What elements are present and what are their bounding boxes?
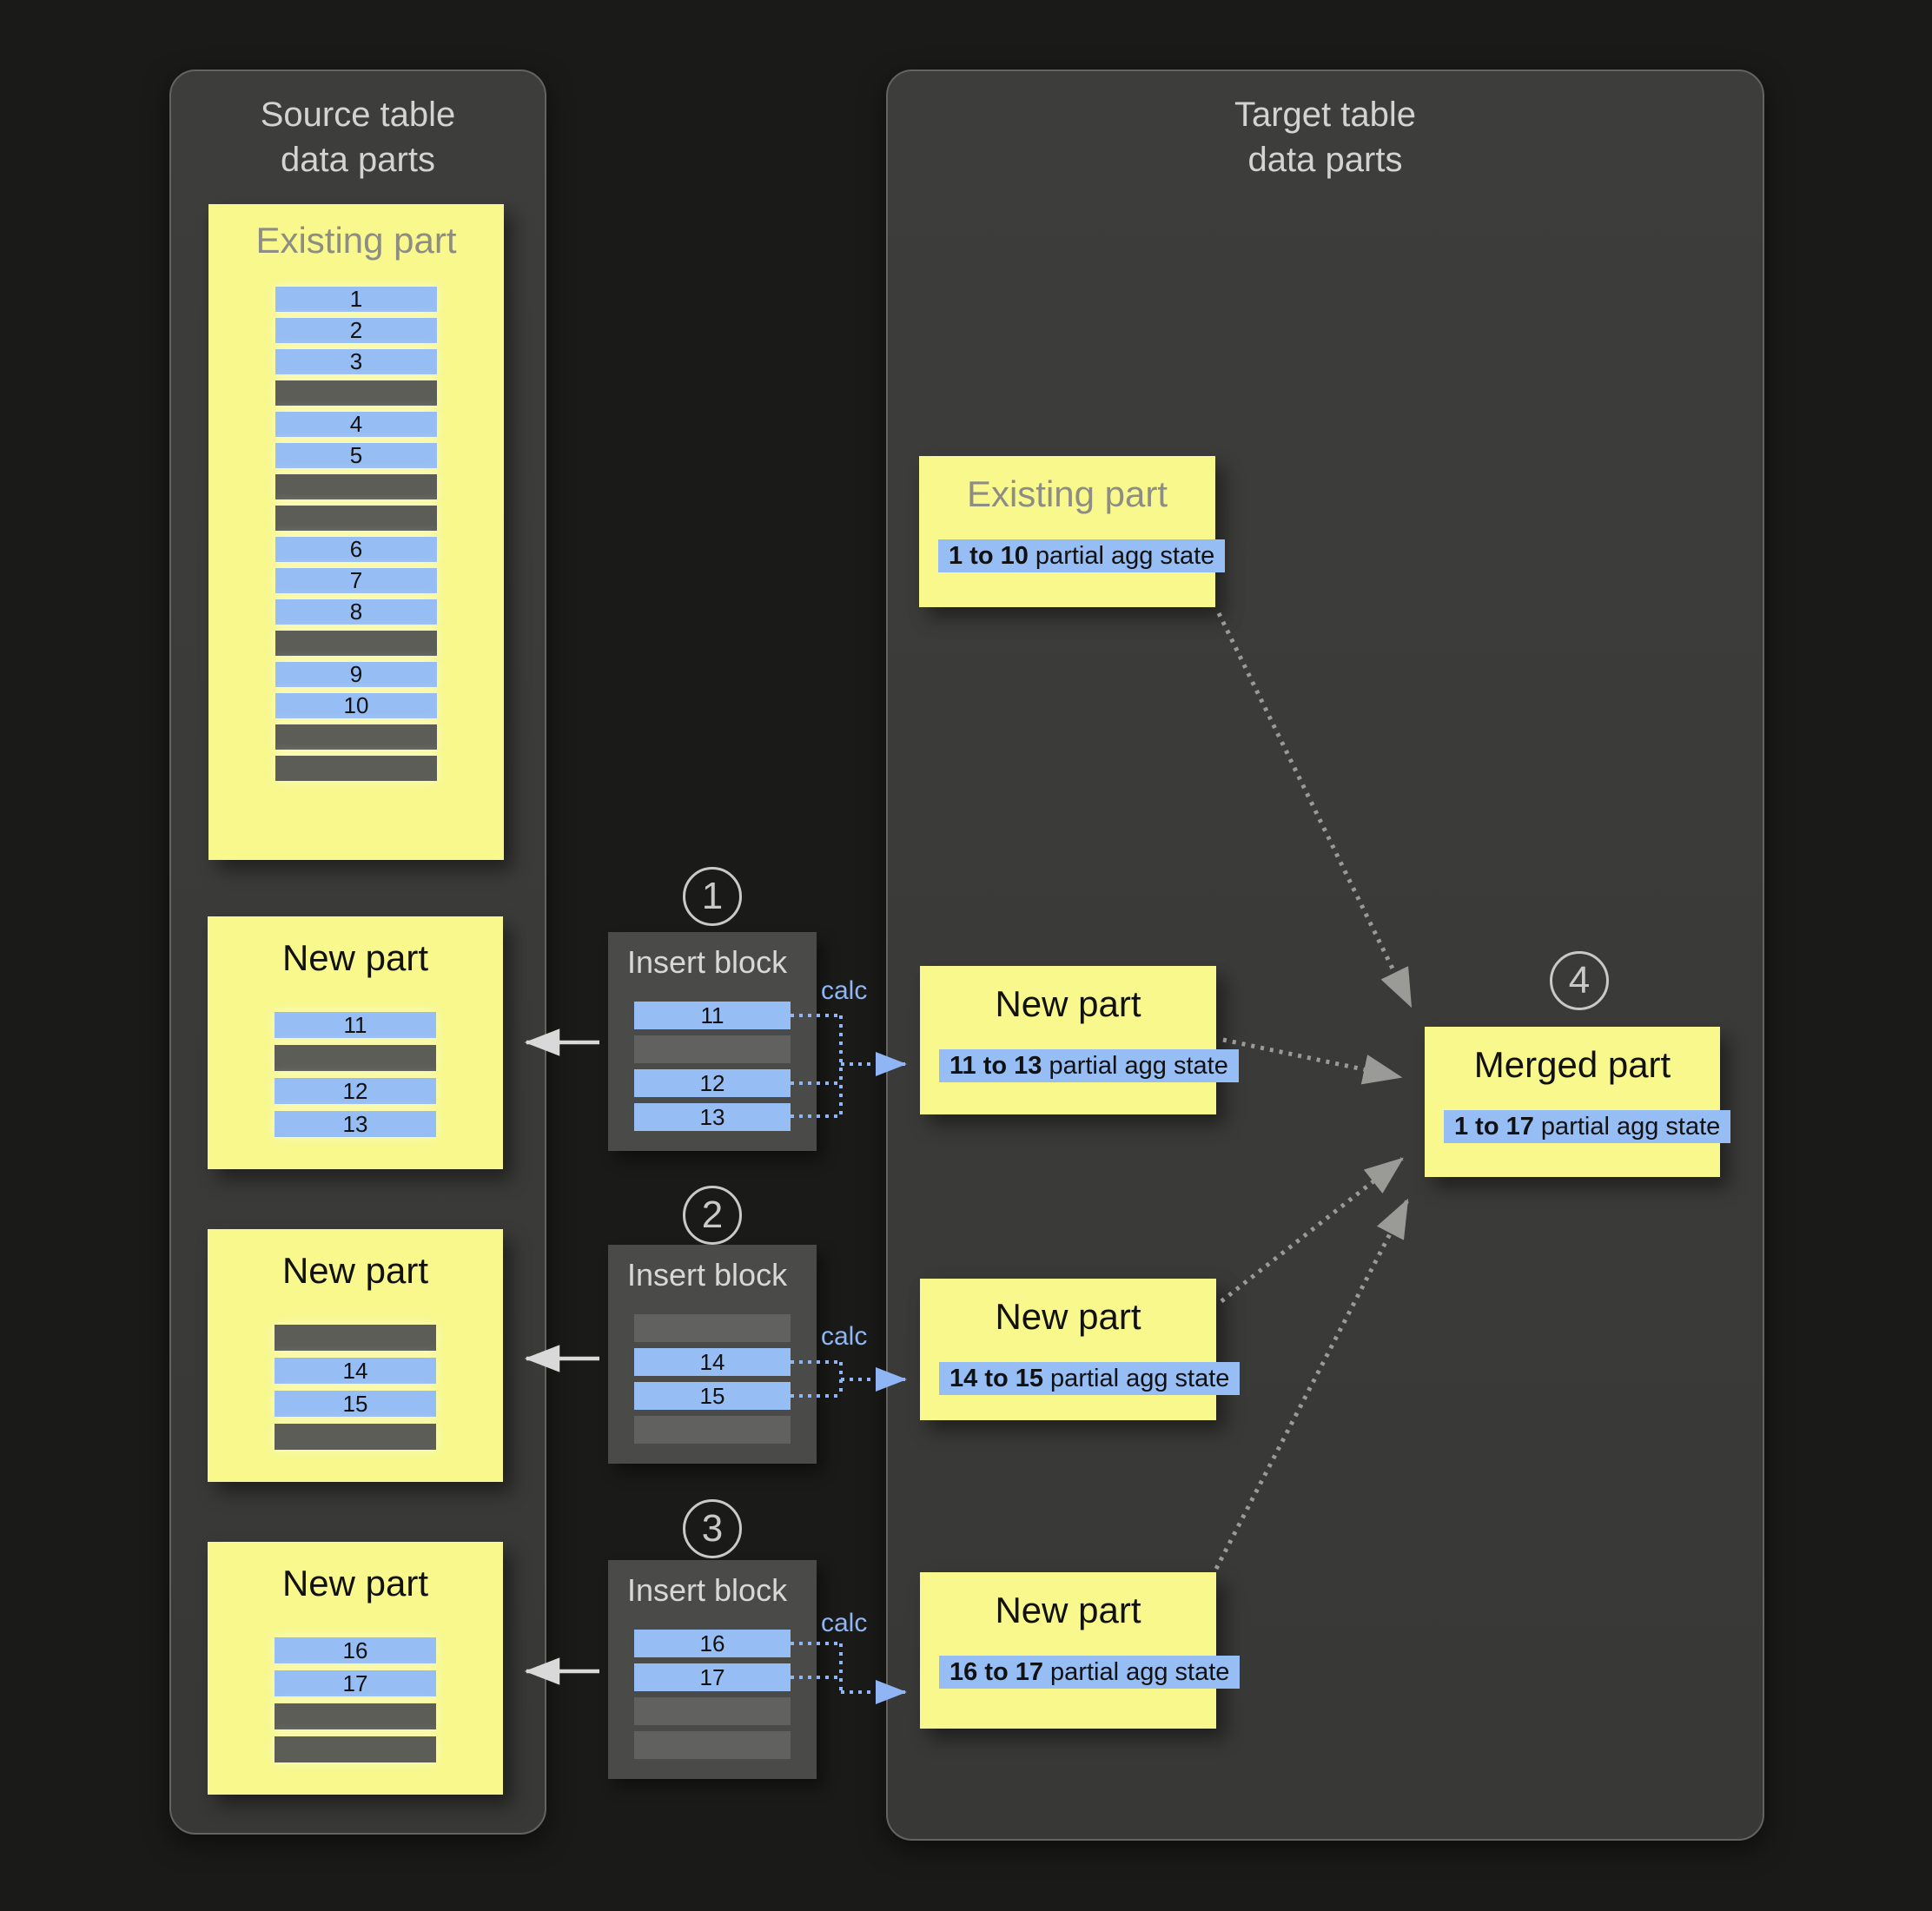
target-new-part-1: New part 11 to 13 partial agg state [920, 966, 1239, 1114]
step-2-badge: 2 [683, 1186, 742, 1245]
source-new-part-1-title: New part [281, 937, 429, 978]
data-row: 8 [275, 599, 437, 625]
agg-state-label: 11 to 13 partial agg state [939, 1049, 1239, 1082]
agg-range: 11 to 13 [949, 1052, 1042, 1080]
empty-row [275, 756, 437, 781]
source-new-part-2-rows: 14 15 [275, 1325, 436, 1450]
data-row: 16 [275, 1637, 436, 1663]
empty-row [275, 506, 437, 531]
data-row: 14 [634, 1348, 791, 1376]
data-row: 5 [275, 443, 437, 468]
agg-state-label: 1 to 17 partial agg state [1444, 1110, 1731, 1143]
target-panel-title-line2: data parts [1247, 141, 1403, 179]
data-row: 17 [275, 1670, 436, 1696]
source-new-part-1: New part 11 12 13 [208, 916, 503, 1169]
empty-row [634, 1314, 791, 1342]
empty-row [275, 1703, 436, 1729]
insert-block-3-rows: 16 17 [634, 1630, 791, 1759]
insert-block-1: Insert block 11 12 13 [608, 932, 817, 1151]
merged-part: Merged part 1 to 17 partial agg state [1425, 1027, 1731, 1177]
data-row: 15 [275, 1391, 436, 1417]
data-row: 17 [634, 1663, 791, 1691]
data-row: 12 [634, 1069, 791, 1097]
source-panel-title: Source table data parts [171, 71, 545, 182]
agg-text: partial agg state [1533, 1113, 1721, 1141]
target-new-part-2-title: New part [995, 1296, 1141, 1337]
agg-state-label: 14 to 15 partial agg state [939, 1362, 1241, 1395]
target-new-part-2: New part 14 to 15 partial agg state [920, 1279, 1241, 1420]
agg-range: 1 to 10 [949, 542, 1029, 570]
source-new-part-2: New part 14 15 [208, 1229, 503, 1482]
calc-label-3: calc [821, 1609, 868, 1637]
data-row: 12 [275, 1078, 436, 1104]
source-existing-part-rows: 1 2 3 4 5 6 7 8 9 10 [275, 287, 437, 781]
source-new-part-1-rows: 11 12 13 [275, 1012, 436, 1137]
source-panel-title-line1: Source table [260, 96, 456, 134]
data-row: 11 [275, 1012, 436, 1038]
empty-row [275, 474, 437, 499]
empty-row [634, 1035, 791, 1063]
data-row: 13 [275, 1111, 436, 1137]
target-new-part-3: New part 16 to 17 partial agg state [920, 1572, 1241, 1729]
target-existing-part: Existing part 1 to 10 partial agg state [919, 456, 1226, 607]
insert-block-2-title: Insert block [627, 1257, 788, 1293]
empty-row [634, 1416, 791, 1444]
insert-block-3-title: Insert block [627, 1572, 788, 1608]
target-existing-part-title: Existing part [966, 473, 1168, 514]
empty-row [275, 1736, 436, 1762]
target-new-part-1-title: New part [995, 983, 1141, 1024]
data-row: 3 [275, 349, 437, 374]
insert-block-2: Insert block 14 15 [608, 1245, 817, 1464]
calc-label-1: calc [821, 976, 868, 1005]
empty-row [275, 1045, 436, 1071]
agg-text: partial agg state [1042, 1052, 1228, 1080]
data-row: 1 [275, 287, 437, 312]
target-new-part-3-title: New part [995, 1590, 1141, 1630]
source-existing-part-title: Existing part [255, 220, 457, 261]
step-1-badge: 1 [683, 867, 742, 926]
source-new-part-3-rows: 16 17 [275, 1637, 436, 1762]
agg-text: partial agg state [1043, 1365, 1230, 1392]
insert-block-1-rows: 11 12 13 [634, 1002, 791, 1131]
merged-part-title: Merged part [1473, 1044, 1671, 1085]
empty-row [275, 1325, 436, 1351]
empty-row [275, 724, 437, 750]
source-new-part-2-title: New part [281, 1250, 429, 1291]
agg-text: partial agg state [1028, 542, 1215, 570]
data-row: 6 [275, 537, 437, 562]
target-panel-title: Target table data parts [888, 71, 1763, 182]
agg-range: 1 to 17 [1454, 1113, 1534, 1141]
source-existing-part: Existing part 1 2 3 4 5 6 7 8 9 10 [208, 204, 504, 860]
data-row: 13 [634, 1103, 791, 1131]
empty-row [275, 380, 437, 406]
target-panel-title-line1: Target table [1234, 96, 1417, 134]
source-new-part-3-title: New part [281, 1563, 429, 1604]
data-row: 14 [275, 1358, 436, 1384]
agg-state-label: 16 to 17 partial agg state [939, 1656, 1241, 1689]
empty-row [634, 1697, 791, 1725]
insert-block-2-rows: 14 15 [634, 1314, 791, 1444]
data-row: 15 [634, 1382, 791, 1410]
agg-state-label: 1 to 10 partial agg state [938, 539, 1226, 572]
step-3-badge: 3 [683, 1499, 742, 1558]
data-row: 2 [275, 318, 437, 343]
insert-block-1-title: Insert block [627, 944, 788, 980]
data-row: 11 [634, 1002, 791, 1029]
data-row: 10 [275, 693, 437, 718]
step-4-badge: 4 [1550, 951, 1609, 1010]
data-row: 4 [275, 412, 437, 437]
empty-row [275, 631, 437, 656]
data-row: 9 [275, 662, 437, 687]
agg-range: 16 to 17 [949, 1658, 1043, 1686]
insert-block-3: Insert block 16 17 [608, 1560, 817, 1779]
source-panel-title-line2: data parts [281, 141, 435, 179]
data-row: 16 [634, 1630, 791, 1657]
calc-label-2: calc [821, 1322, 868, 1351]
empty-row [634, 1731, 791, 1759]
empty-row [275, 1424, 436, 1450]
agg-text: partial agg state [1043, 1658, 1230, 1686]
data-row: 7 [275, 568, 437, 593]
agg-range: 14 to 15 [949, 1365, 1043, 1392]
source-new-part-3: New part 16 17 [208, 1542, 503, 1795]
